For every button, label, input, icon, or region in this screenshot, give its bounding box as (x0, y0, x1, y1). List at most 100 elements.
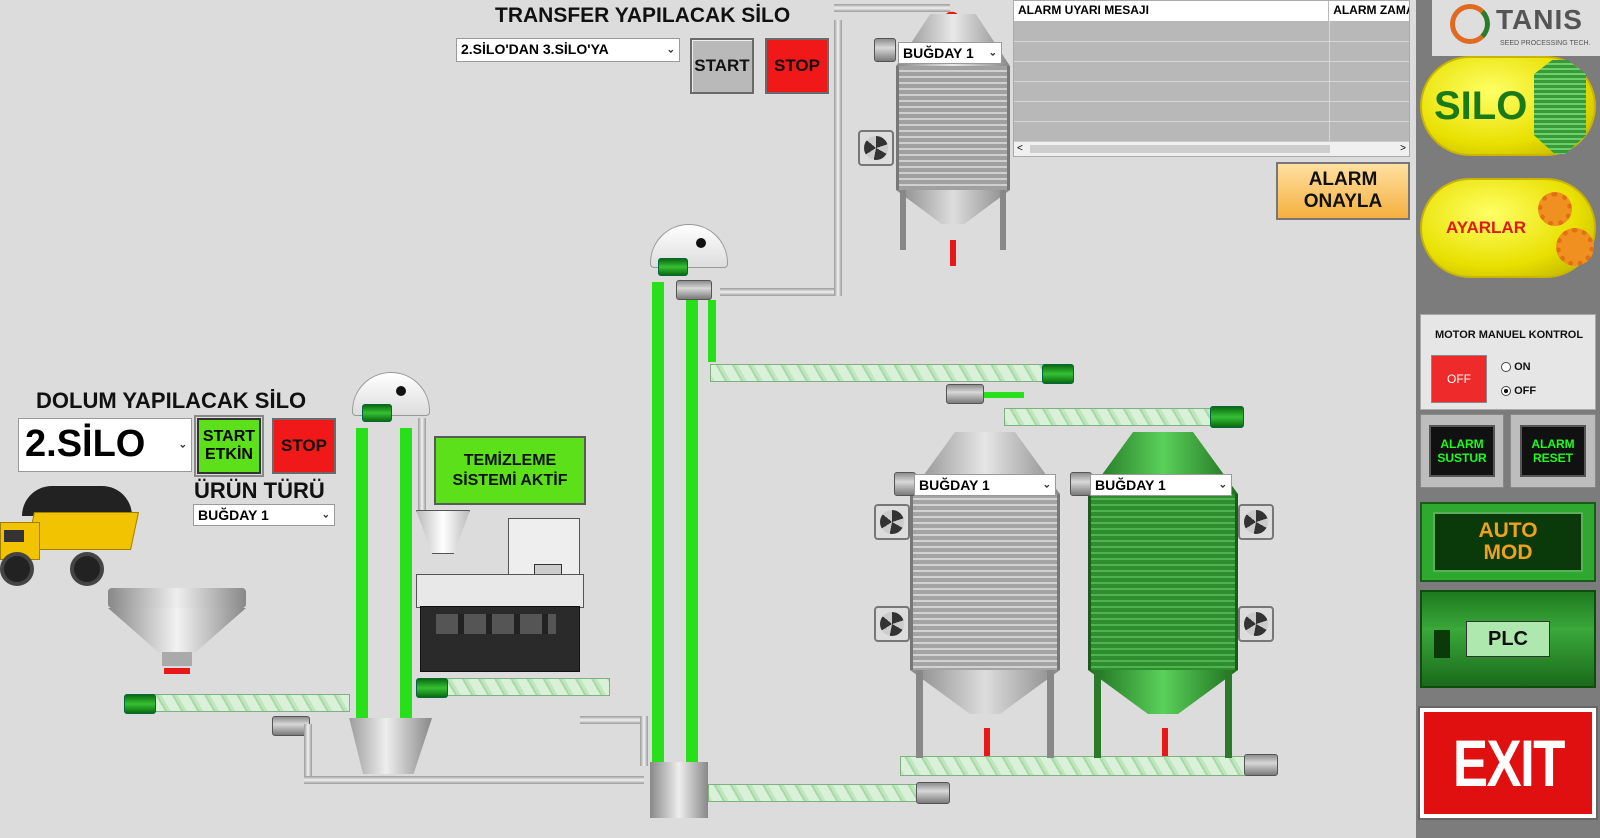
alarm-sustur-label: ALARM SUSTUR (1429, 425, 1495, 477)
pipe-to-silo3 (834, 20, 842, 296)
brand-logo: TANIS SEED PROCESSING TECH. (1432, 0, 1600, 56)
transfer-start-button[interactable]: START (690, 38, 754, 94)
fan-icon (1238, 504, 1274, 540)
conveyor-silo-discharge (900, 756, 1260, 776)
silo-2-product-value: BUĞDAY 1 (1095, 477, 1166, 493)
pipe-bottom-left (304, 776, 644, 784)
exit-label: EXIT (1452, 726, 1566, 800)
motor-conveyor-cleaning (416, 678, 448, 698)
brand-name: TANIS (1496, 4, 1583, 35)
transfer-stop-button[interactable]: STOP (765, 38, 829, 94)
motor-diverter (946, 384, 984, 404)
alarm-rows (1014, 21, 1409, 141)
conveyor-cleaning (440, 678, 610, 696)
conveyor-bottom (708, 784, 918, 802)
chevron-down-icon: ⌄ (666, 44, 675, 56)
dolum-title: DOLUM YAPILACAK SİLO (36, 388, 307, 413)
elevator-1-leg-right (400, 428, 412, 718)
dolum-stop-button[interactable]: STOP (272, 418, 336, 474)
motor-radio-on[interactable]: ON (1501, 361, 1531, 373)
chevron-down-icon: ⌄ (321, 509, 330, 521)
auto-mod-button[interactable]: AUTO MOD (1420, 502, 1596, 582)
silo-3-product-value: BUĞDAY 1 (903, 45, 974, 61)
fan-icon (874, 606, 910, 642)
truck-icon (0, 486, 140, 596)
chevron-down-icon: ⌄ (988, 47, 997, 59)
silo-2-outlet (1162, 728, 1168, 756)
plc-button[interactable]: PLC (1420, 590, 1596, 688)
motor-manual-panel: MOTOR MANUEL KONTROL OFF ON OFF (1420, 314, 1596, 410)
chevron-down-icon: ⌄ (178, 439, 187, 451)
dolum-silo-select[interactable]: 2.SİLO ⌄ (18, 418, 192, 472)
motor-radio-on-label: ON (1514, 361, 1531, 373)
silo-1-valve (894, 472, 916, 496)
brand-logo-icon (1450, 4, 1490, 44)
radio-checked-icon (1501, 386, 1511, 397)
pipe-elev2-top (720, 288, 836, 296)
scroll-right-icon[interactable]: > (1400, 143, 1406, 154)
chevron-down-icon: ⌄ (1042, 479, 1051, 491)
silo-2-product-select[interactable]: BUĞDAY 1 ⌄ (1090, 474, 1232, 496)
silo-1-product-select[interactable]: BUĞDAY 1 ⌄ (914, 474, 1056, 496)
motor-state-button[interactable]: OFF (1431, 355, 1487, 403)
motor-silo-discharge (1244, 754, 1278, 776)
elevator-2-leg-left (652, 282, 664, 762)
elevator-2-out (708, 300, 716, 362)
fan-icon (858, 130, 894, 166)
alarm-table-header: ALARM UYARI MESAJI ALARM ZAMA (1014, 1, 1409, 21)
dolum-start-button[interactable]: START ETKİN (194, 415, 264, 477)
silo-3-outlet (950, 240, 956, 266)
conveyor-upper (710, 364, 1050, 382)
fan-icon (874, 504, 910, 540)
silo-nav-icon (1534, 60, 1586, 154)
auto-mod-label: AUTO MOD (1433, 512, 1583, 572)
pipe-cleaning-down (640, 716, 648, 766)
exit-button[interactable]: EXIT (1418, 706, 1598, 820)
transfer-silo-select[interactable]: 2.SİLO'DAN 3.SİLO'YA ⌄ (456, 38, 680, 62)
fan-icon (1238, 606, 1274, 642)
green-pipe-diverter (984, 392, 1024, 398)
gear-icon (1538, 192, 1572, 226)
alarm-reset-button[interactable]: ALARM RESET (1510, 414, 1596, 488)
alarm-col-message: ALARM UYARI MESAJI (1014, 1, 1330, 21)
motor-conveyor-intake (124, 694, 156, 714)
alarm-scrollbar[interactable]: < > (1014, 141, 1409, 156)
silo-1-product-value: BUĞDAY 1 (919, 477, 990, 493)
plc-label: PLC (1466, 621, 1550, 657)
motor-radio-off-label: OFF (1514, 385, 1537, 397)
silo-nav-label: SILO (1434, 84, 1528, 128)
transfer-silo-value: 2.SİLO'DAN 3.SİLO'YA (461, 41, 609, 57)
alarm-table[interactable]: ALARM UYARI MESAJI ALARM ZAMA < > (1013, 0, 1410, 157)
pipe-cleaning-in (418, 418, 426, 510)
motor-conveyor-silos (1210, 406, 1244, 428)
urun-turu-select[interactable]: BUĞDAY 1 ⌄ (193, 504, 335, 526)
motor-radio-off[interactable]: OFF (1501, 385, 1536, 397)
silo-2-valve (1070, 472, 1092, 496)
temizleme-status-panel: TEMİZLEME SİSTEMİ AKTİF (434, 436, 586, 505)
right-sidebar: TANIS SEED PROCESSING TECH. SILO AYARLAR… (1416, 0, 1600, 838)
plc-slot-icon (1434, 630, 1450, 658)
elevator-1-boot (349, 718, 432, 774)
ayarlar-nav-label: AYARLAR (1446, 218, 1526, 237)
elevator-2-head (650, 224, 728, 278)
elevator-2-leg-right (686, 300, 698, 762)
ayarlar-nav-button[interactable]: AYARLAR (1420, 178, 1596, 278)
intake-hopper (108, 588, 246, 678)
motor-manual-title: MOTOR MANUEL KONTROL (1434, 329, 1584, 341)
pipe-silo3-top (834, 4, 950, 12)
gear-icon (1556, 228, 1594, 266)
elevator-2-boot (650, 762, 708, 818)
scroll-left-icon[interactable]: < (1017, 143, 1023, 154)
alarm-ack-button[interactable]: ALARM ONAYLA (1276, 162, 1410, 220)
alarm-sustur-button[interactable]: ALARM SUSTUR (1420, 414, 1504, 488)
chevron-down-icon: ⌄ (1218, 479, 1227, 491)
silo-3-product-select[interactable]: BUĞDAY 1 ⌄ (898, 42, 1002, 64)
silo-3-valve (874, 38, 896, 62)
silo-nav-button[interactable]: SILO (1420, 56, 1596, 156)
cleaning-machine (416, 510, 584, 674)
urun-turu-title: ÜRÜN TÜRÜ (194, 478, 325, 503)
alarm-col-time: ALARM ZAMA (1333, 3, 1409, 17)
dolum-silo-value: 2.SİLO (25, 423, 146, 465)
motor-elevator2 (676, 280, 712, 300)
alarm-reset-label: ALARM RESET (1520, 425, 1586, 477)
